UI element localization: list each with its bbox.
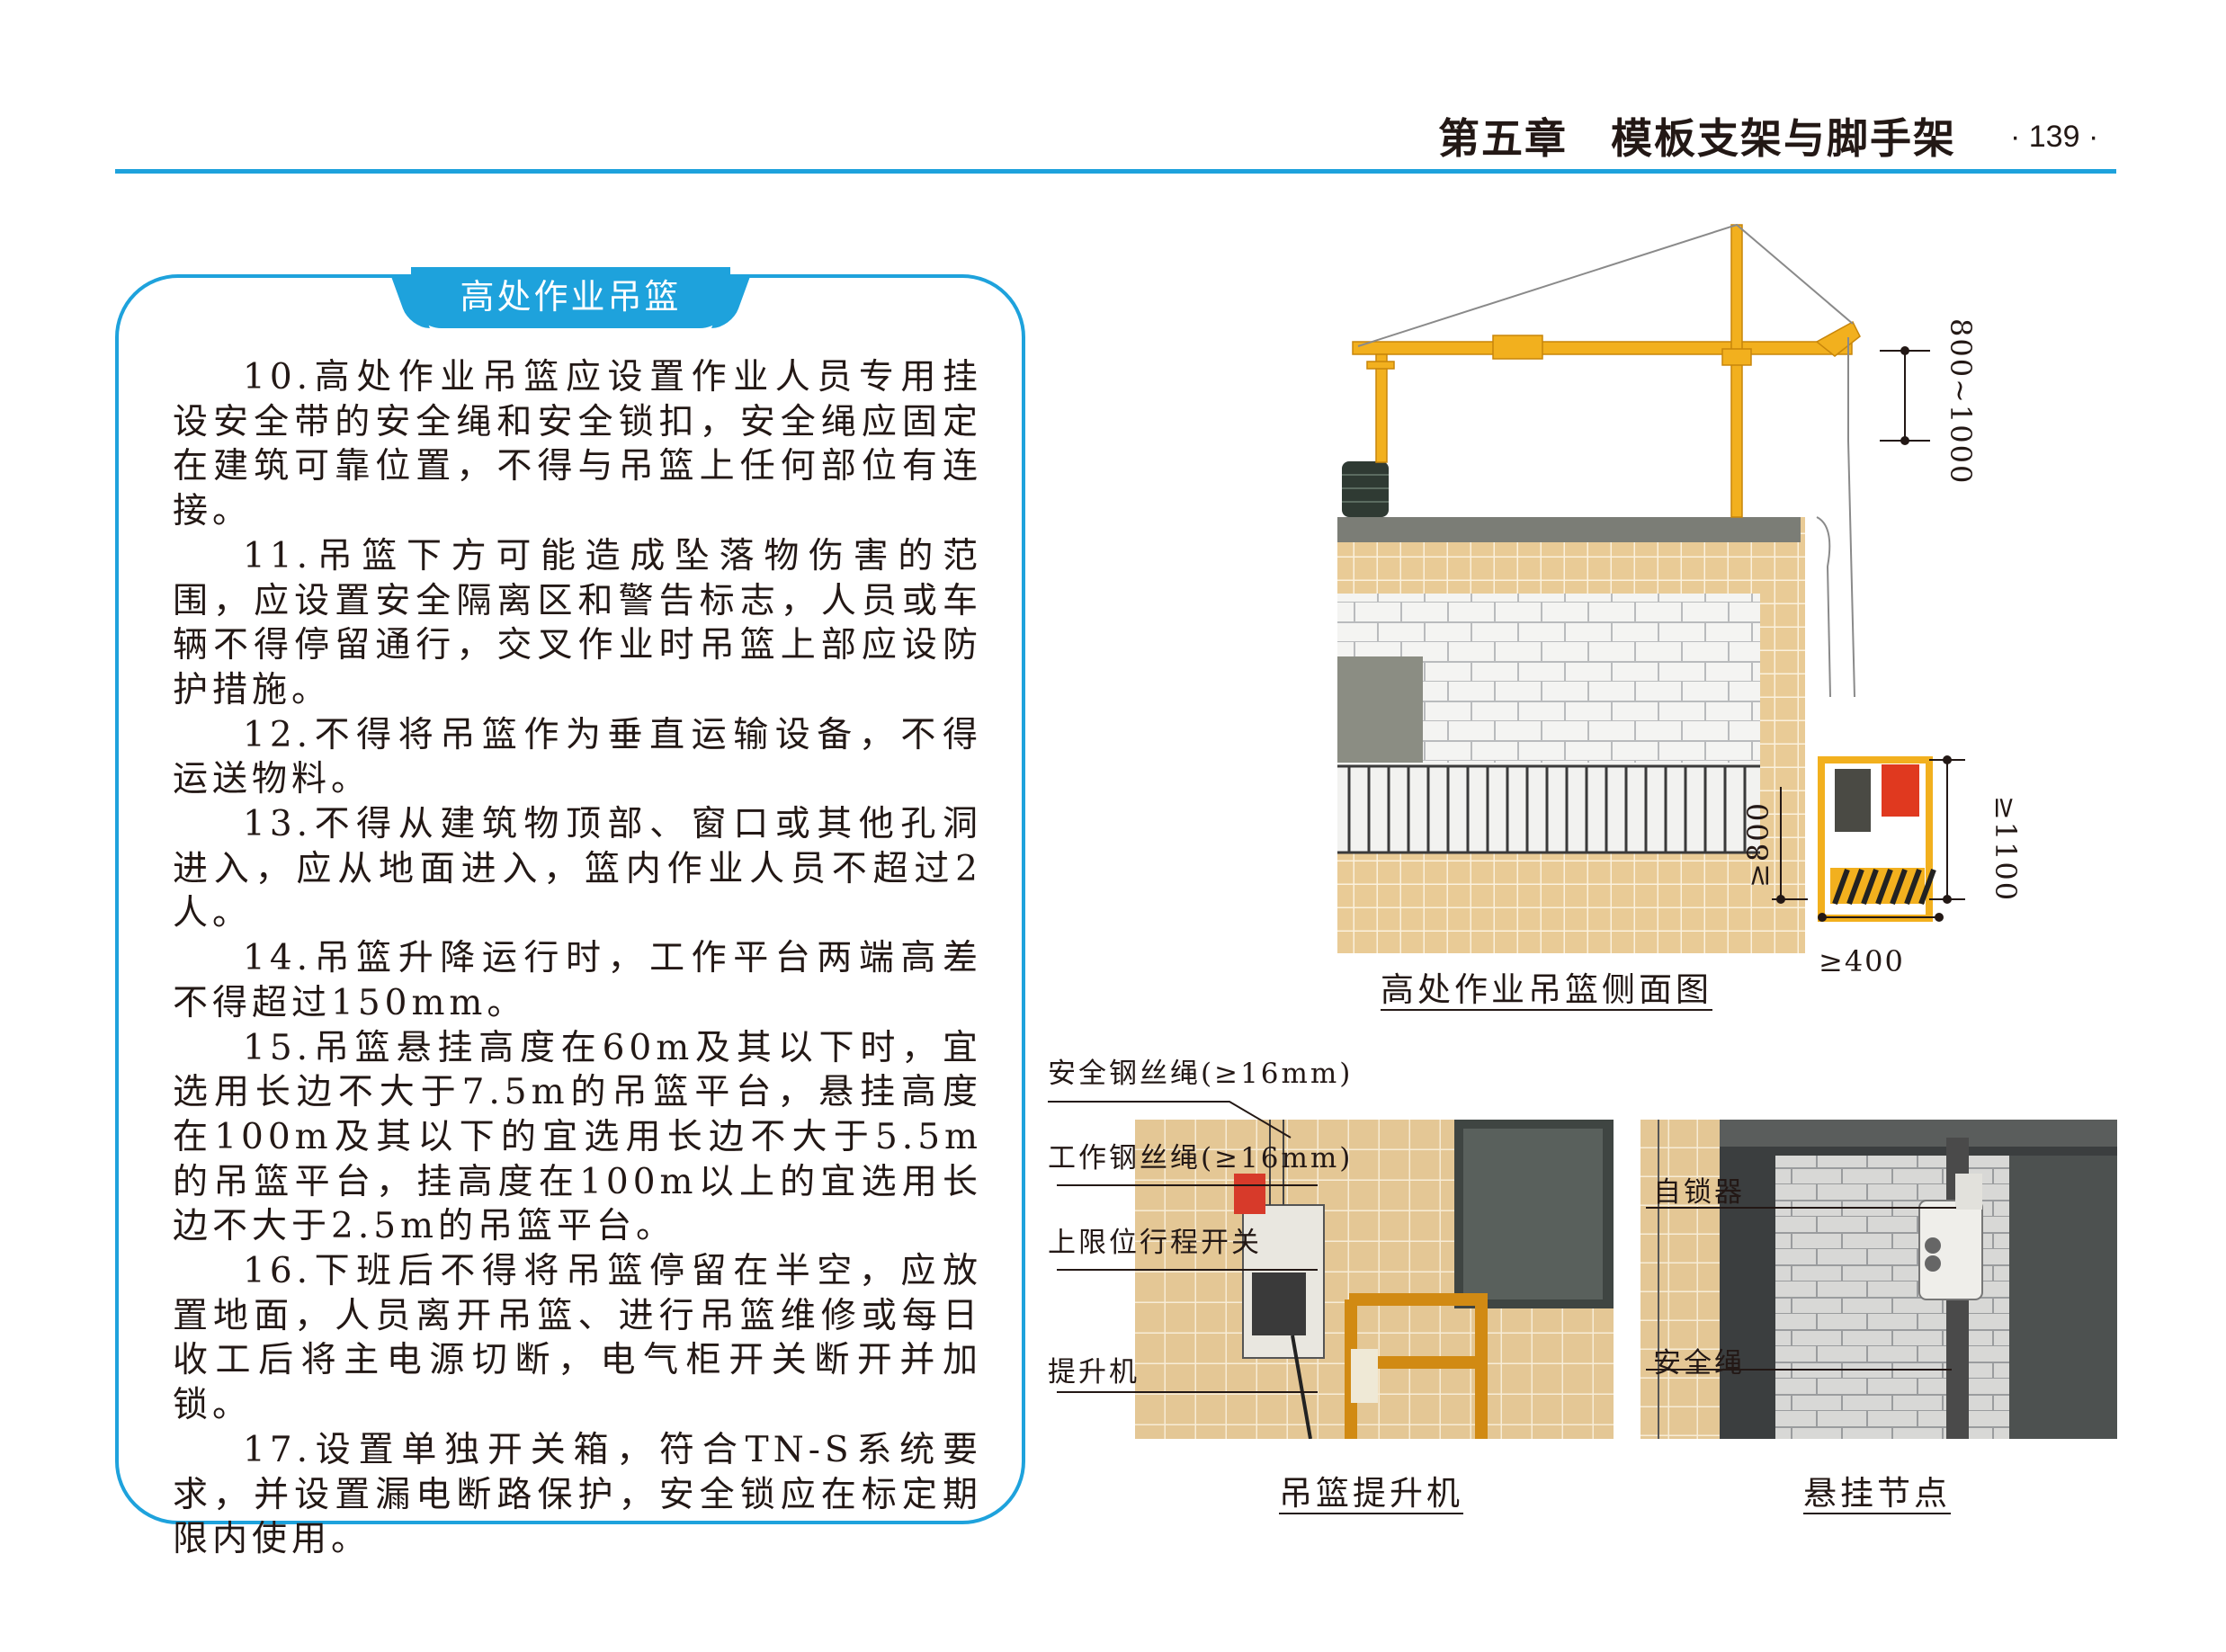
rule-item: 16.下班后不得将吊篮停留在半空，应放置地面，人员离开吊篮、进行吊篮维修或每日收… bbox=[173, 1251, 982, 1426]
node-label-self-lock: 自锁器 bbox=[1653, 1176, 1745, 1209]
dim-bottom: ≥400 bbox=[1819, 944, 1905, 978]
rule-item: 12.不得将吊篮作为垂直运输设备，不得运送物料。 bbox=[173, 714, 982, 800]
side-view-dimension-lines bbox=[1772, 346, 1965, 922]
hoist-label-hoist: 提升机 bbox=[1048, 1356, 1140, 1389]
rigging-wires bbox=[1357, 223, 1855, 698]
dim-right: ≥1100 bbox=[1989, 795, 2023, 903]
rules-text: 10.高处作业吊篮应设置作业人员专用挂设安全带的安全绳和安全锁扣，安全绳应固定在… bbox=[173, 355, 982, 1562]
roof-slab bbox=[1337, 517, 1801, 542]
balcony-floor bbox=[1337, 763, 1760, 853]
hoist-leader-lines bbox=[1048, 1101, 1318, 1393]
suspension-frame bbox=[1352, 224, 1861, 518]
rules-panel bbox=[115, 274, 1025, 1524]
rule-item: 11.吊篮下方可能造成坠落物伤害的范围，应设置安全隔离区和警告标志，人员或车辆不… bbox=[173, 535, 982, 710]
node-label-safety-rope: 安全绳 bbox=[1653, 1347, 1745, 1380]
concrete-column bbox=[1337, 656, 1423, 764]
chapter-title: 第五章 模板支架与脚手架 bbox=[1438, 114, 1956, 163]
hoist-photo-caption: 吊篮提升机 bbox=[1279, 1474, 1463, 1513]
dim-left: ≥800 bbox=[1741, 801, 1775, 888]
header-rule bbox=[115, 169, 2116, 174]
rule-item: 13.不得从建筑物顶部、窗口或其他孔洞进入，应从地面进入，篮内作业人员不超过2人… bbox=[173, 804, 982, 934]
suspension-node-photo bbox=[1640, 1120, 2117, 1439]
rule-item: 15.吊篮悬挂高度在60m及其以下时，宜选用长边不大于7.5m的吊篮平台，悬挂高… bbox=[173, 1027, 982, 1247]
node-photo-caption: 悬挂节点 bbox=[1803, 1474, 1951, 1513]
dim-top: 800~1000 bbox=[1944, 318, 1978, 486]
hoist-label-work-wire: 工作钢丝绳(≥16mm) bbox=[1048, 1142, 1354, 1174]
rule-item: 14.吊篮升降运行时，工作平台两端高差不得超过150mm。 bbox=[173, 938, 982, 1023]
node-leader-lines bbox=[1646, 1207, 1956, 1371]
hoist-photo bbox=[1135, 1120, 1614, 1439]
counterweight bbox=[1342, 461, 1389, 517]
panel-title: 高处作业吊篮 bbox=[411, 267, 730, 328]
hoist-label-safety-wire: 安全钢丝绳(≥16mm) bbox=[1048, 1058, 1354, 1090]
side-view-illustration bbox=[1337, 223, 1936, 953]
side-view-caption: 高处作业吊篮侧面图 bbox=[1381, 970, 1712, 1009]
rule-item: 10.高处作业吊篮应设置作业人员专用挂设安全带的安全绳和安全锁扣，安全绳应固定在… bbox=[173, 357, 982, 532]
rule-item: 17.设置单独开关箱，符合TN-S系统要求，并设置漏电断路保护，安全锁应在标定期… bbox=[173, 1429, 982, 1560]
railing-bars bbox=[1347, 766, 1747, 853]
page-number: · 139 · bbox=[2010, 120, 2099, 154]
hoist-label-limit-switch: 上限位行程开关 bbox=[1048, 1227, 1262, 1259]
